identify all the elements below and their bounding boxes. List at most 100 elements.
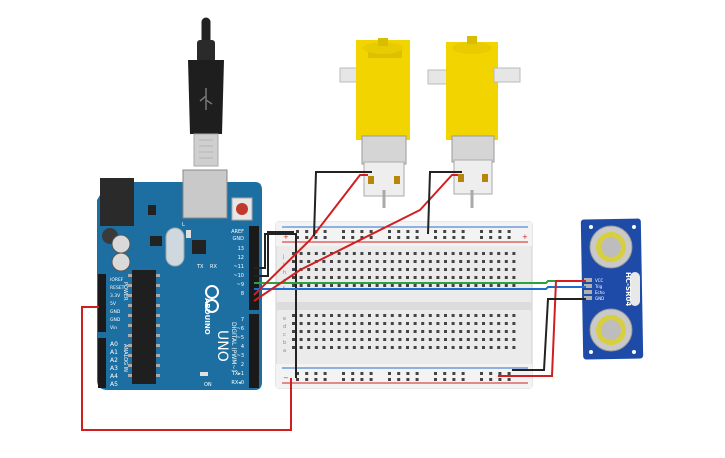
breadboard-hole [292,346,295,349]
wire-5v-red[interactable] [81,306,292,431]
ultrasonic-sensor[interactable]: VCC Trig Echo GND HC-SR04 [580,218,644,360]
breadboard-hole [482,260,485,263]
breadboard-hole [452,378,456,381]
breadboard-hole [345,346,349,349]
digital-pin-label: 7 [241,317,244,323]
breadboard-hole [299,260,303,263]
wire-pin13-black[interactable] [254,231,294,277]
on-led-label: ON [204,382,212,388]
breadboard-hole [428,338,432,341]
breadboard-hole [390,322,394,325]
breadboard-hole [345,284,349,287]
wire-pin10-red[interactable] [253,174,368,296]
breadboard-hole [397,378,401,381]
breadboard-hole [512,276,516,279]
breadboard-hole [351,378,355,381]
breadboard-hole [305,230,309,233]
row-letter: a [283,348,286,354]
breadboard-hole [314,252,318,255]
breadboard-hole [337,276,341,279]
breadboard-hole [434,236,437,239]
breadboard-hole [459,338,463,341]
breadboard-hole [474,260,478,263]
breadboard-hole [428,314,432,317]
wire-sensor-vcc-red[interactable] [498,280,586,377]
on-led [200,372,208,376]
breadboard[interactable]: + + − j i h g f e d c b a [275,221,533,389]
breadboard-hole [296,236,299,239]
breadboard-hole [368,346,371,349]
breadboard-hole [466,284,470,287]
breadboard-hole [436,330,440,333]
breadboard-hole [498,372,502,375]
breadboard-hole [507,378,511,381]
breadboard-hole [368,276,371,279]
breadboard-hole [360,372,364,375]
breadboard-hole [323,230,327,233]
breadboard-hole [314,346,318,349]
breadboard-hole [428,276,432,279]
breadboard-hole [504,252,508,255]
digital-pin-label: 4 [241,344,244,350]
breadboard-hole [459,314,463,317]
row-letter: j [282,254,284,260]
breadboard-hole [451,322,455,325]
breadboard-hole [482,268,485,271]
breadboard-hole [383,260,387,263]
breadboard-hole [314,378,318,381]
breadboard-hole [383,330,387,333]
breadboard-hole [459,346,463,349]
wire-motor1-black[interactable] [313,171,372,237]
breadboard-hole [498,378,502,381]
breadboard-hole [451,268,455,271]
breadboard-hole [322,268,326,271]
wire-pin11-blue[interactable] [254,286,586,290]
wire-sensor-gnd-black[interactable] [512,298,586,371]
breadboard-hole [299,338,303,341]
breadboard-hole [322,330,326,333]
sensor-pin-label: Trig [594,284,603,289]
breadboard-hole [360,268,364,271]
breadboard-hole [360,314,364,317]
breadboard-hole [415,236,419,239]
breadboard-hole [413,322,417,325]
analog-pin-label: A5 [110,381,118,388]
breadboard-hole [482,276,485,279]
breadboard-hole [360,260,364,263]
breadboard-hole [314,236,318,239]
breadboard-hole [421,346,425,349]
row-letter: c [283,332,286,338]
breadboard-hole [413,314,417,317]
breadboard-hole [474,314,478,317]
breadboard-hole [489,252,493,255]
breadboard-hole [512,260,516,263]
breadboard-hole [480,236,483,239]
breadboard-hole [360,322,364,325]
dc-motor-1[interactable] [339,38,410,208]
dc-motor-2[interactable] [427,36,521,208]
breadboard-hole [489,372,493,375]
breadboard-hole [489,230,493,233]
digital-pin-label: GND [233,236,245,242]
usb-cable[interactable] [188,17,224,167]
breadboard-hole [305,372,309,375]
digital-pin-label: ~10 [233,273,244,279]
breadboard-hole [459,330,463,333]
breadboard-hole [383,314,387,317]
breadboard-hole [383,338,387,341]
digital-pwm-label: DIGITAL (PWM~) [230,322,237,372]
breadboard-hole [307,252,311,255]
breadboard-hole [368,330,371,333]
breadboard-hole [292,268,295,271]
wire-motor2-black[interactable] [427,171,462,235]
breadboard-hole [498,230,502,233]
breadboard-hole [307,346,311,349]
breadboard-hole [504,322,508,325]
breadboard-hole [345,276,349,279]
wire-pin9-red[interactable] [253,174,458,302]
breadboard-hole [436,260,440,263]
breadboard-hole [436,276,440,279]
breadboard-hole [390,252,394,255]
arduino-logo [205,285,219,313]
breadboard-hole [342,378,345,381]
